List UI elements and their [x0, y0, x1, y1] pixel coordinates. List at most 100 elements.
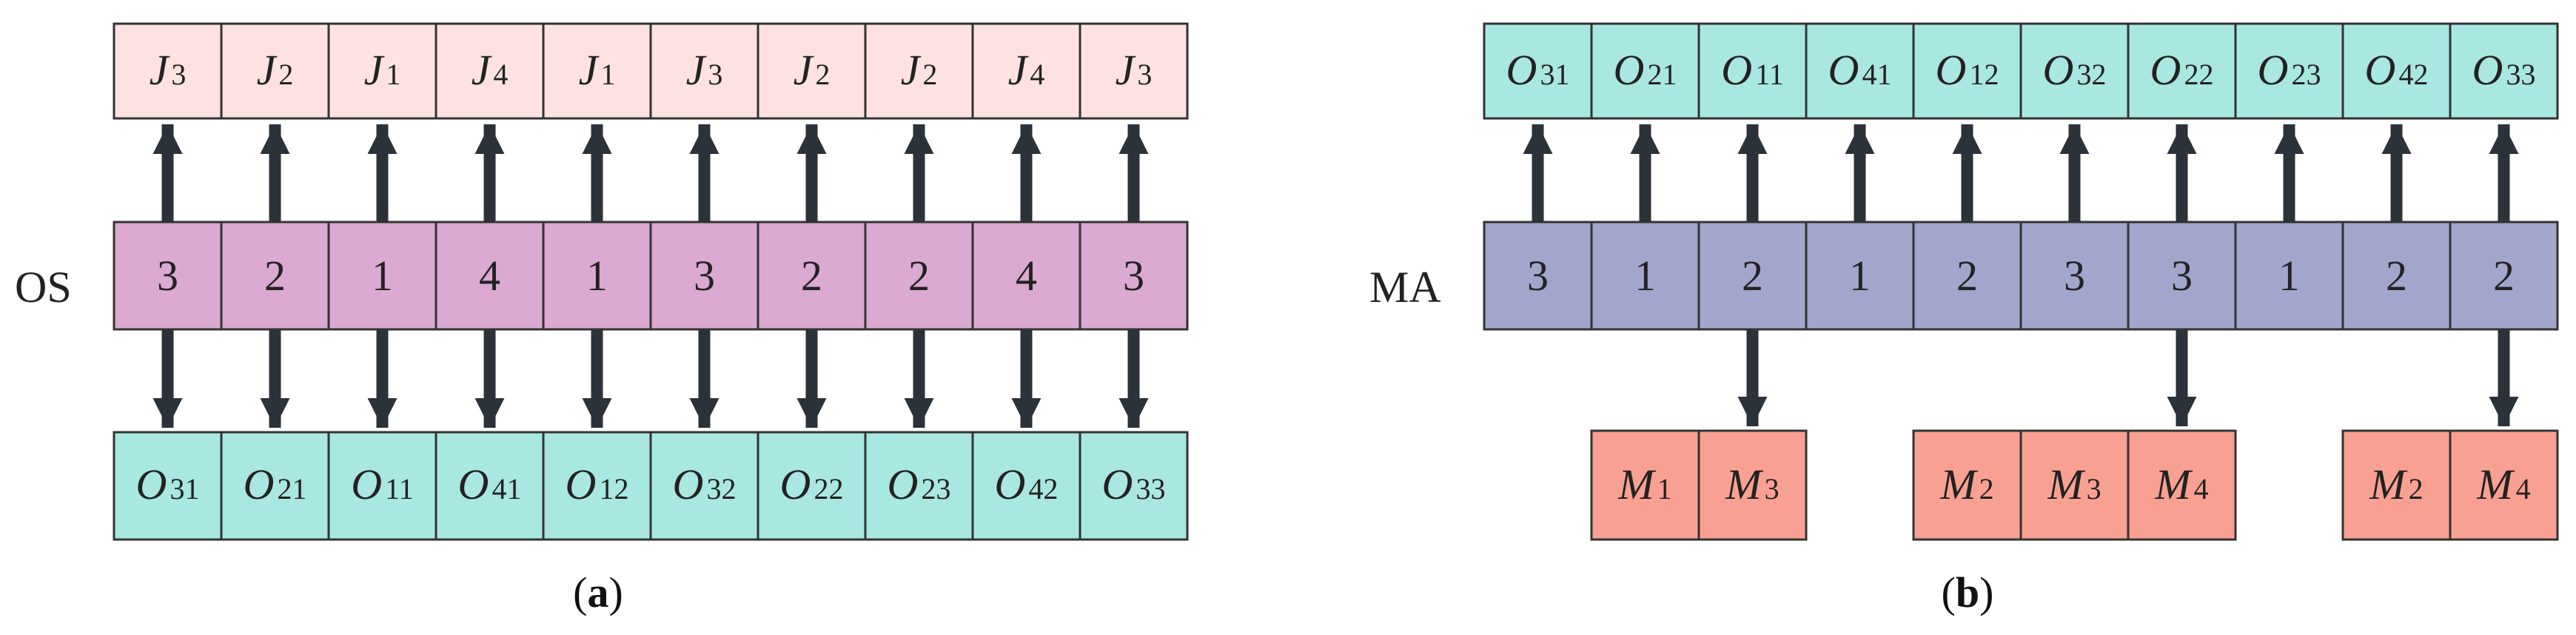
ma-gene-cell	[2234, 221, 2344, 331]
os-gene-cell	[649, 221, 759, 331]
os-gene-cell	[1079, 221, 1189, 331]
ma-gene-cell	[1805, 221, 1915, 331]
operation-cell-b	[2127, 22, 2237, 120]
os-gene-cell	[542, 221, 652, 331]
ma-row-label: MA	[1369, 263, 1441, 312]
panel-b-arrows	[1523, 124, 2519, 426]
job-cell	[542, 22, 652, 120]
ma-gene-cell	[2449, 221, 2559, 331]
job-cell	[649, 22, 759, 120]
os-gene-value: 3	[157, 252, 178, 300]
job-cell	[757, 22, 867, 120]
os-gene-value: 4	[1016, 252, 1037, 300]
ma-gene-value: 2	[2386, 252, 2407, 300]
ma-gene-value: 3	[1527, 252, 1549, 300]
ma-gene-cell	[2341, 221, 2452, 331]
ma-gene-value: 2	[1742, 252, 1763, 300]
operation-cell-b	[1483, 22, 1593, 120]
panel-a-arrows	[152, 124, 1149, 428]
os-gene-value: 2	[801, 252, 822, 300]
ma-gene-cell	[2127, 221, 2237, 331]
machine-cell	[1697, 429, 1808, 541]
operation-cell-b	[1590, 22, 1700, 120]
ma-gene-value: 3	[2171, 252, 2193, 300]
ma-gene-cell	[1912, 221, 2022, 331]
os-gene-cell	[327, 221, 437, 331]
os-gene-cell	[971, 221, 1081, 331]
os-gene-value: 3	[1123, 252, 1144, 300]
operation-cell-b	[2234, 22, 2344, 120]
ma-gene-cell	[1590, 221, 1700, 331]
operation-cell	[649, 431, 759, 541]
ma-gene-value: 1	[2278, 252, 2300, 300]
os-gene-value: 2	[264, 252, 286, 300]
os-gene-value: 3	[694, 252, 715, 300]
operation-cell-b	[1912, 22, 2022, 120]
operation-cell	[327, 431, 437, 541]
job-cell	[1079, 22, 1189, 120]
ma-gene-cell	[1697, 221, 1808, 331]
machine-cell	[2019, 429, 2130, 541]
operation-cell	[1079, 431, 1189, 541]
operation-cell-b	[1697, 22, 1808, 120]
ma-gene-value: 1	[1634, 252, 1656, 300]
operation-cell-b	[2341, 22, 2452, 120]
caption-b: (b)	[1942, 568, 1994, 616]
caption-a: (a)	[573, 568, 623, 616]
machine-cell	[2341, 429, 2452, 541]
ma-gene-value: 2	[1956, 252, 1978, 300]
ma-gene-value: 2	[2493, 252, 2515, 300]
operation-cell	[971, 431, 1081, 541]
os-gene-value: 2	[908, 252, 930, 300]
operation-cell	[113, 431, 223, 541]
job-cell	[113, 22, 223, 120]
os-gene-cell	[757, 221, 867, 331]
os-gene-value: 1	[586, 252, 608, 300]
ma-gene-value: 1	[1849, 252, 1871, 300]
os-gene-value: 4	[479, 252, 500, 300]
operation-cell	[757, 431, 867, 541]
os-gene-cell	[864, 221, 974, 331]
job-cell	[327, 22, 437, 120]
job-cell	[864, 22, 974, 120]
